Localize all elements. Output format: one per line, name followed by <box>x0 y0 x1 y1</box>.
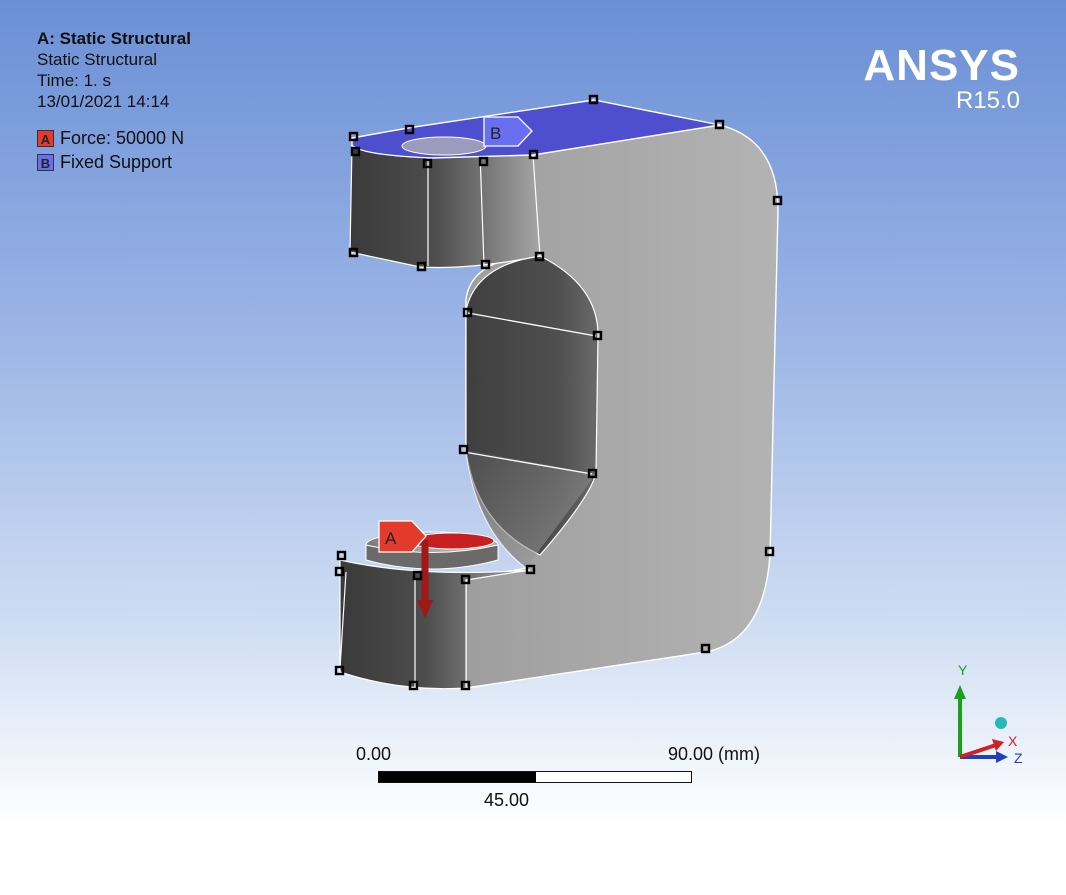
annotation-panel: A: Static Structural Static Structural T… <box>37 28 191 174</box>
lower-arm-seam-2 <box>339 571 347 669</box>
brand-name: ANSYS <box>863 41 1020 90</box>
analysis-timestamp: 13/01/2021 14:14 <box>37 92 170 111</box>
axis-triad[interactable]: Y X Z <box>930 655 1040 775</box>
triad-isometric-dot-icon[interactable] <box>995 717 1007 729</box>
triad-y-label: Y <box>958 662 968 678</box>
ansys-logo: ANSYS R15.0 <box>863 44 1020 114</box>
tag-a-text: A <box>385 529 397 548</box>
lower-arm-side <box>339 559 531 690</box>
tag-force-a[interactable]: A <box>378 520 427 553</box>
upper-bore-hole <box>401 136 487 156</box>
model-geometry <box>334 94 783 691</box>
boundary-condition-legend: A Force: 50000 N B Fixed Support <box>37 126 191 174</box>
upper-arm-side <box>349 144 541 269</box>
throat-edge-lower <box>463 451 593 475</box>
scale-end-label: 90.00 (mm) <box>668 744 761 764</box>
scale-bar <box>378 771 692 783</box>
triad-x-label: X <box>1008 733 1018 749</box>
triad-z-label: Z <box>1014 750 1023 766</box>
scale-mid-label: 45.00 <box>484 790 530 810</box>
x-axis-icon <box>959 743 997 759</box>
y-axis-arrow-icon <box>954 685 966 699</box>
tag-b-text: B <box>490 124 501 143</box>
z-axis-arrow-icon <box>996 751 1008 763</box>
scale-start-label: 0.00 <box>356 744 392 764</box>
legend-key-b: B <box>37 153 54 171</box>
scale-bar-filled <box>379 772 536 782</box>
vertex-markers <box>334 94 783 691</box>
brand-version: R15.0 <box>955 87 1020 114</box>
force-arrow-head <box>417 600 433 618</box>
throat-curve <box>466 450 596 568</box>
analysis-title: A: Static Structural <box>37 29 191 48</box>
analysis-time: Time: 1. s <box>37 71 111 90</box>
throat-edge-upper <box>467 312 597 337</box>
legend-label-force: Force: 50000 N <box>60 127 185 148</box>
upper-arm-seam-2 <box>479 151 485 267</box>
legend-item-fixed-support[interactable]: B Fixed Support <box>37 150 191 174</box>
legend-key-a: A <box>37 129 54 147</box>
legend-label-fixed-support: Fixed Support <box>60 151 173 172</box>
tag-fixed-support-b[interactable]: B <box>483 116 533 147</box>
x-axis-arrow-icon <box>992 739 1004 751</box>
legend-item-force[interactable]: A Force: 50000 N <box>37 126 191 150</box>
scale-ruler: 0.00 90.00 (mm) 45.00 <box>356 744 796 824</box>
analysis-type: Static Structural <box>37 50 157 69</box>
